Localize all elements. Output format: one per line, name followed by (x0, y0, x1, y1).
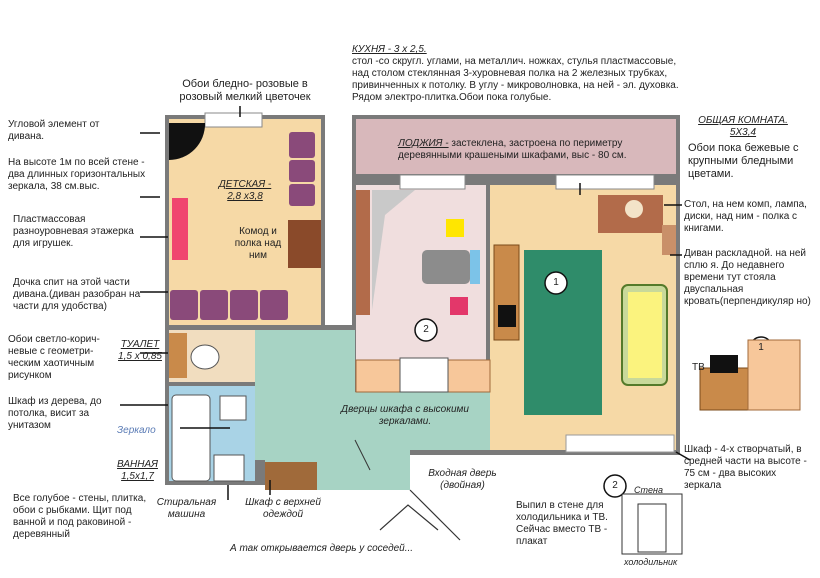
hall-door-1 (354, 439, 371, 471)
kids-sofa-4 (260, 290, 288, 320)
washing-machine (213, 454, 245, 482)
sofa-living-seat (628, 292, 662, 378)
note-sofa: Диван раскладной. на ней сплю я. До неда… (684, 248, 811, 307)
hallway (255, 330, 520, 490)
note-mirrors-kids: На высоте 1м по всей стене - два длинных… (8, 157, 146, 192)
wall-label: Стена (634, 485, 663, 495)
pointer-arrows (120, 106, 691, 500)
kids-title-text: ДЕТСКАЯ - (218, 179, 272, 190)
kids-chair-3 (289, 184, 315, 206)
note-shelf: Пластмассовая разноуровневая этажерка дл… (13, 214, 134, 249)
living-title-text: ОБЩАЯ КОМНАТА. (698, 115, 788, 126)
bathtub (171, 394, 211, 482)
kids-title: ДЕТСКАЯ - 2,8 х3,8 (205, 179, 285, 203)
washer-label: Стиральная машина (156, 497, 217, 520)
kitchen-stove (422, 250, 470, 284)
toilet-title-text: ТУАЛЕТ (120, 339, 160, 350)
kids-sofa-3 (230, 290, 258, 320)
note-daughter: Дочка спит на этой части дивана.(диван р… (13, 277, 141, 312)
loggia-window-2 (555, 174, 655, 190)
neighbors-door (379, 504, 439, 531)
kitchen-cabinet-left (356, 190, 370, 315)
living-shelf-black (498, 305, 516, 327)
loggia (356, 119, 676, 174)
fridge-label: холодильник (624, 557, 678, 567)
mirror-doors-label: Дверцы шкафа с высокими зеркалами. (341, 404, 469, 427)
kitchen-chair-1 (446, 219, 464, 237)
sink (219, 395, 247, 421)
toilet-bowl (190, 344, 220, 370)
living-size-text: 5Х3,4 (729, 127, 757, 138)
bath-title: ВАННАЯ 1,5х1,7 (110, 459, 165, 483)
toilet-title: ТУАЛЕТ 1,5 х 0,85 (110, 339, 170, 363)
hall-wardrobe (265, 462, 317, 490)
note-toilet-wallpaper: Обои светло-корич-невые с геометри-чески… (8, 334, 100, 381)
tv-unit (699, 339, 801, 411)
wardrobe-4door (565, 434, 675, 453)
wallpaper-pink: Обои бледно- розовые в розовый мелкий цв… (179, 78, 311, 103)
note-wardrobe4: Шкаф - 4-х створчатый, в средней части н… (684, 444, 807, 491)
toy-shelf (172, 198, 188, 260)
chair-living (625, 200, 643, 218)
marker-2b: 2 (612, 480, 618, 491)
kids-window (204, 112, 263, 128)
mirror-label: Зеркало (117, 425, 156, 436)
loggia-desc: застеклена, застроена по периметру дерев… (398, 138, 627, 161)
kitchen-desc: стол -со скругл. углами, на металлич. но… (352, 56, 679, 103)
kitchen-chair-2 (450, 297, 468, 315)
note-bath-desc: Все голубое - стены, плитка, обои с рыбк… (13, 493, 147, 540)
marker-1b: 1 (758, 342, 764, 353)
marker-1: 1 (553, 277, 559, 288)
kitchen-glass-shelf (470, 250, 480, 284)
loggia-window-1 (399, 174, 466, 190)
note-desk: Стол, на нем комп, лампа, диски, над ним… (684, 199, 807, 234)
toilet-size-text: 1,5 х 0,85 (118, 351, 162, 362)
note-toilet-cabinet: Шкаф из дерева, до потолка, висит за уни… (8, 396, 102, 431)
marker-2: 2 (423, 324, 429, 335)
door-line-1 (409, 489, 461, 541)
toilet-cabinet (169, 333, 187, 378)
corner-sofa (169, 123, 206, 160)
kids-size-text: 2,8 х3,8 (227, 191, 263, 202)
kids-chair-1 (289, 132, 315, 158)
living-wallpaper: Обои пока бежевые с крупными бледными цв… (688, 142, 799, 180)
kitchen-title: КУХНЯ - 3 х 2,5. (352, 44, 427, 55)
kids-sofa-1 (170, 290, 198, 320)
kids-sofa-2 (200, 290, 228, 320)
neighbors-label: А так открывается дверь у соседей... (230, 543, 414, 554)
kids-dresser (288, 220, 321, 268)
kitchen-fridge (399, 357, 449, 393)
dresser-label: Комод и полка над ним (234, 226, 282, 261)
living-title: ОБЩАЯ КОМНАТА. 5Х3,4 (688, 115, 798, 139)
loggia-title: ЛОДЖИЯ - (398, 138, 449, 149)
note-corner: Угловой элемент от дивана. (8, 119, 100, 142)
fridge-sketch (621, 493, 683, 555)
kids-chair-2 (289, 160, 315, 182)
entry-label: Входная дверь (двойная) (428, 468, 497, 491)
note-fridge: Выпил в стене для холодильника и ТВ. Сей… (516, 500, 608, 547)
kitchen-gray-area (372, 190, 415, 310)
tv-label: ТВ (692, 362, 705, 373)
loggia-label: ЛОДЖИЯ - застеклена, застроена по периме… (398, 138, 660, 162)
wardrobe-label: Шкаф с верхней одеждой (245, 497, 321, 520)
desk-shelf (662, 225, 676, 255)
bath-size-text: 1,5х1,7 (121, 471, 154, 482)
bath-title-text: ВАННАЯ (117, 459, 158, 470)
